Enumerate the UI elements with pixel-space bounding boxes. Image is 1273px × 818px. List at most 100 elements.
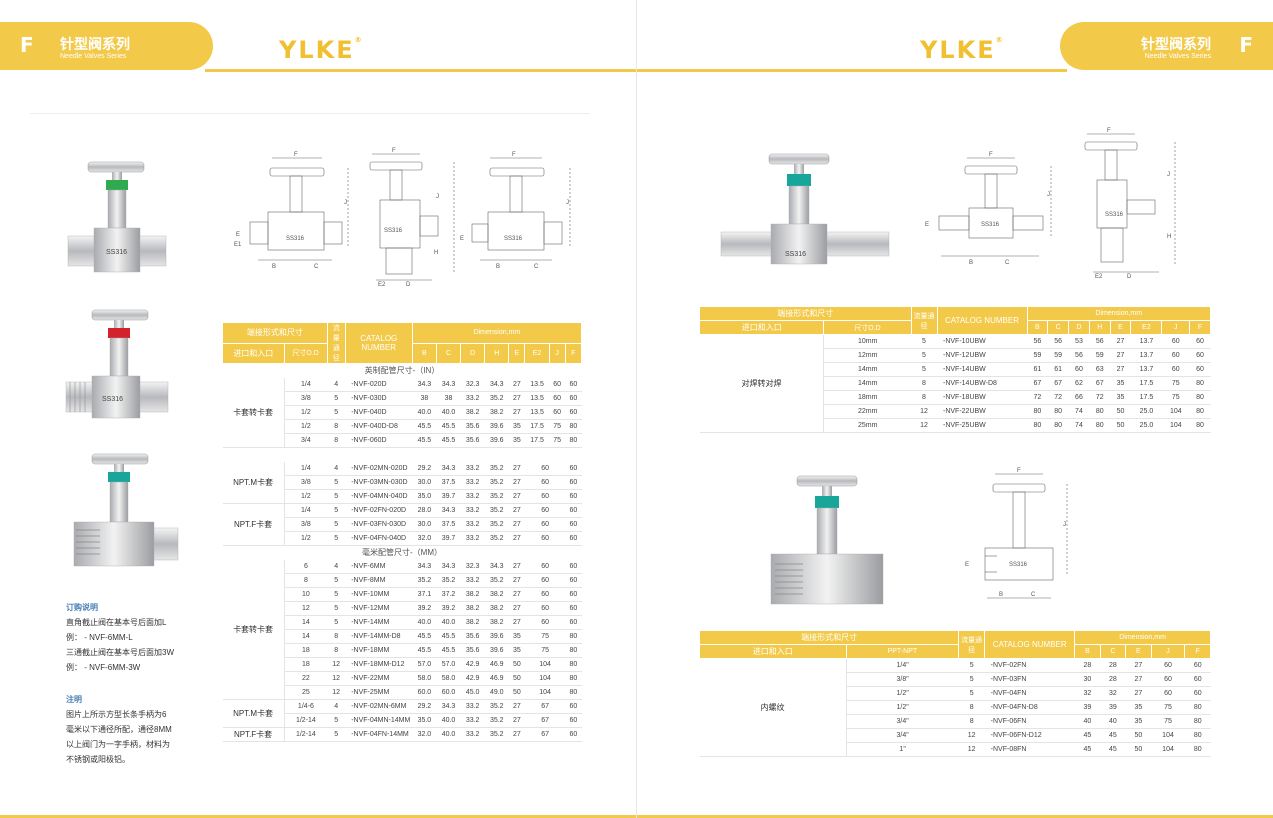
table-cell: 13.5 [524, 405, 550, 420]
table-cell: 60 [565, 699, 582, 714]
table-cell: 33.2 [460, 573, 485, 588]
table-cell: 67 [1047, 376, 1069, 391]
section-title: 英制配管尺寸-（IN） [222, 363, 582, 378]
table-cell: 56 [1068, 348, 1090, 363]
right-page: 针型阀系列 Needle Valves Series F YLKE® SS316… [637, 0, 1273, 818]
table-cell: 5 [327, 405, 346, 420]
table-cell: 8 [327, 643, 346, 658]
remark-line: 毫米以下通径所配，通径8MM [66, 725, 172, 734]
table-cell: 32.0 [412, 531, 437, 546]
table-cell: 17.5 [524, 433, 550, 448]
table-cell: -NVF-060D [345, 433, 413, 448]
table-cell: 34.3 [436, 461, 461, 476]
group-label: NPT.M卡套 [222, 699, 285, 728]
table-cell: 27 [508, 391, 525, 406]
svg-text:SS316: SS316 [102, 396, 123, 403]
table-cell: 14 [284, 615, 328, 630]
table-cell: 3/8 [284, 391, 328, 406]
table-cell: 67 [524, 727, 566, 742]
section-row: 英制配管尺寸-（IN） [222, 363, 582, 378]
section-title-en: Needle Valves Series [60, 53, 127, 60]
table-cell: 35.2 [412, 573, 437, 588]
table-cell: 80 [565, 643, 582, 658]
col-od: 尺寸O.D [823, 320, 912, 335]
svg-text:F: F [512, 152, 516, 158]
table-cell: 27 [508, 615, 525, 630]
table-cell: 30.0 [412, 517, 437, 532]
table-cell: 35.0 [412, 713, 437, 728]
table-cell: -NVF-18MM [345, 643, 413, 658]
table-cell: 35.0 [412, 489, 437, 504]
table-cell: 27 [508, 531, 525, 546]
col-flow: 流量通径 [326, 322, 346, 364]
table-cell: 27 [508, 601, 525, 616]
table-cell: 60 [524, 573, 566, 588]
table-cell: 60 [565, 727, 582, 742]
svg-text:F: F [294, 152, 298, 158]
table-cell: 75 [524, 629, 566, 644]
table-cell: 5 [327, 601, 346, 616]
table-cell: -NVF-18MM-D12 [345, 657, 413, 672]
table-cell: 37.5 [436, 517, 461, 532]
table-cell: 12 [327, 685, 346, 700]
table-cell: 27 [508, 573, 525, 588]
table-cell: 35.2 [484, 699, 509, 714]
table-cell: -NVF-06FN-D12 [984, 728, 1075, 743]
table-cell: 74 [1068, 404, 1090, 419]
table-cell: 40.0 [436, 615, 461, 630]
table-cell: 45.5 [412, 433, 437, 448]
table-cell: 58.0 [412, 671, 437, 686]
table-cell: 60 [565, 601, 582, 616]
table-cell: 67 [524, 713, 566, 728]
spacer [223, 448, 582, 462]
table-cell: 72 [1027, 390, 1048, 405]
table-cell: 39.6 [484, 433, 509, 448]
table-cell: 5 [327, 503, 346, 518]
table-cell: 60 [565, 559, 582, 574]
section-row: 毫米配管尺寸-（MM） [222, 545, 582, 560]
spec-table-left: 端接形式和尺寸 流量通径 CATALOG NUMBER Dimension,mm… [222, 322, 583, 742]
table-cell: 40.0 [436, 713, 461, 728]
table-cell: -NVF-04FN-040D [345, 531, 413, 546]
table-cell: -NVF-12UBW [937, 348, 1027, 363]
dim-col-header: H [1088, 320, 1111, 335]
svg-text:J: J [344, 200, 347, 206]
table-cell: 63 [1089, 362, 1111, 377]
table-cell: -NVF-14MM [345, 615, 413, 630]
table-cell: 34.3 [412, 377, 437, 392]
svg-text:SS316: SS316 [785, 251, 806, 258]
table-cell: 1/2 [284, 419, 328, 434]
table-cell: 35 [508, 629, 525, 644]
table-cell: 45.5 [436, 629, 461, 644]
dim-col-header: J [548, 342, 566, 364]
table-cell: 1" [846, 742, 959, 757]
table-cell: 1/4 [284, 461, 328, 476]
table-cell: 18mm [823, 390, 911, 405]
table-cell: 45 [1100, 728, 1126, 743]
table-cell: 60 [565, 405, 582, 420]
table-cell: 59 [1047, 348, 1069, 363]
table-cell: 1/2 [284, 531, 328, 546]
table-cell: 60 [1151, 686, 1185, 701]
left-page: F 针型阀系列 Needle Valves Series YLKE® SS316… [0, 0, 636, 818]
table-cell: 13.5 [524, 377, 550, 392]
table-cell: 33.2 [460, 461, 485, 476]
table-cell: 60 [565, 713, 582, 728]
section-tab: 针型阀系列 Needle Valves Series F [1060, 22, 1273, 70]
table-cell: 104 [524, 657, 566, 672]
table-cell: 60 [1184, 672, 1211, 687]
table-cell: 42.9 [460, 671, 485, 686]
table-cell: 12 [327, 657, 346, 672]
svg-text:D: D [1127, 274, 1132, 280]
table-cell: 12mm [823, 348, 911, 363]
table-cell: -NVF-02MN-6MM [345, 699, 413, 714]
table-cell: 60 [1184, 658, 1211, 673]
